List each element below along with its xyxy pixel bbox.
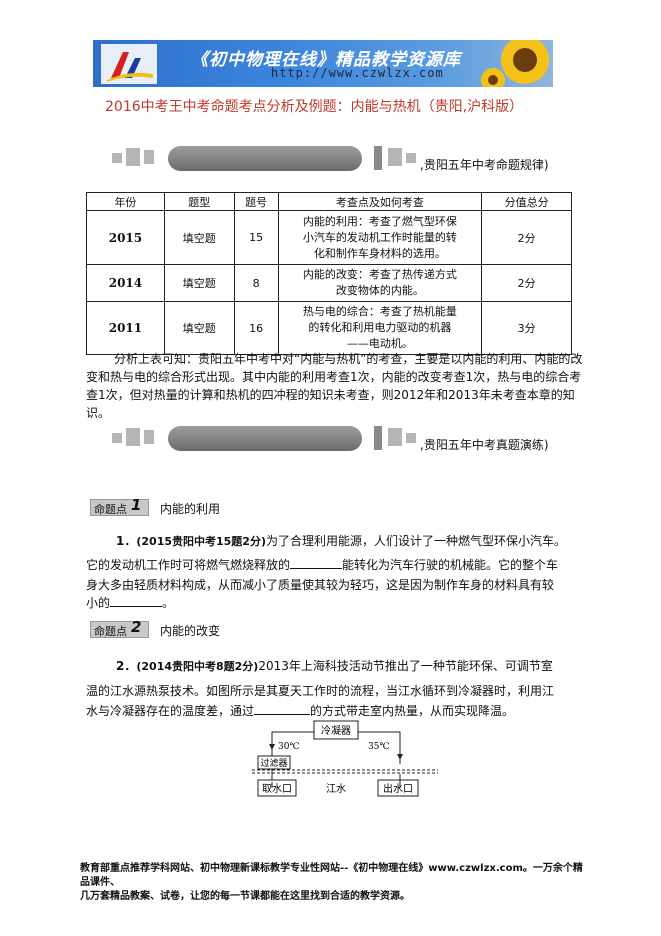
cell-type: 填空题 <box>163 264 235 302</box>
cell-year: 2014 <box>86 264 165 302</box>
cell-num: 15 <box>233 210 279 265</box>
heat-pump-diagram: 冷凝器 30℃ 35℃ 过滤器 取水口 江水 出水口 <box>252 720 438 797</box>
answer-blank[interactable] <box>110 594 163 607</box>
header-type: 题型 <box>163 192 235 211</box>
label-filter: 过滤器 <box>260 757 287 769</box>
cell-score: 3分 <box>481 301 572 355</box>
section-label-2: ,贵阳五年中考真题演练) <box>420 438 549 452</box>
site-logo-icon <box>101 44 157 84</box>
answer-blank[interactable] <box>254 702 311 715</box>
table-header-row: 年份 题型 题号 考查点及如何考查 分值总分 <box>86 192 572 211</box>
page-title: 2016中考王中考命题考点分析及例题：内能与热机（贵阳,沪科版） <box>105 99 524 115</box>
banner-url: http://www.czwlzx.com <box>271 66 444 80</box>
question-1-line-1: 1．(2015贵阳中考15题2分)为了合理利用能源，人们设计了一种燃气型环保小汽… <box>116 534 567 548</box>
site-banner: 《初中物理在线》精品教学资源库 http://www.czwlzx.com <box>93 40 553 87</box>
banner-title: 《初中物理在线》精品教学资源库 <box>191 50 461 70</box>
cell-num: 8 <box>233 264 279 302</box>
sunflower-icon <box>481 40 549 87</box>
table-row: 2014 填空题 8 内能的改变：考查了热传递方式 改变物体的内能。 2分 <box>86 264 572 302</box>
section-header-1: ,贵阳五年中考命题规律) <box>112 144 661 174</box>
cell-type: 填空题 <box>163 210 235 265</box>
question-1-line-2: 它的发动机工作时可将燃气燃烧释放的能转化为汽车行驶的机械能。它的整个车 <box>86 556 559 572</box>
label-river: 江水 <box>326 783 346 795</box>
answer-blank[interactable] <box>290 556 343 569</box>
header-content: 考查点及如何考查 <box>277 192 483 211</box>
footer-line-1: 教育部重点推荐学科网站、初中物理新课标教学专业性网站--《初中物理在线》www.… <box>80 863 583 888</box>
question-1-line-4: 小的。 <box>86 594 175 610</box>
cell-content: 热与电的综合：考查了热机能量 的转化和利用电力驱动的机器 ——电动机。 <box>277 301 483 355</box>
cell-num: 16 <box>233 301 279 355</box>
cell-year: 2015 <box>86 210 165 265</box>
footer-line-2: 几万套精品教案、试卷，让您的每一节课都能在这里找到合适的教学资源。 <box>80 891 410 902</box>
label-condenser: 冷凝器 <box>321 724 351 737</box>
label-temp-out: 35℃ <box>368 742 390 752</box>
question-2-line-2: 温的江水源热泵技术。如图所示是其夏天工作时的流程，当江水循环到冷凝器时，利用江 <box>86 684 555 698</box>
cell-content: 内能的改变：考查了热传递方式 改变物体的内能。 <box>277 264 483 302</box>
question-2-line-3: 水与冷凝器存在的温度差，通过的方式带走室内热量，从而实现降温。 <box>86 702 515 718</box>
label-intake: 取水口 <box>262 783 292 795</box>
section-label-1: ,贵阳五年中考命题规律) <box>420 158 549 172</box>
section-header-2: ,贵阳五年中考真题演练) <box>112 424 661 454</box>
question-2-line-1: 2．(2014贵阳中考8题2分)2013年上海科技活动节推出了一种节能环保、可调… <box>116 659 553 673</box>
cell-content: 内能的利用：考查了燃气型环保 小汽车的发动机工作时能量的转 化和制作车身材料的选… <box>277 210 483 265</box>
table-row: 2011 填空题 16 热与电的综合：考查了热机能量 的转化和利用电力驱动的机器… <box>86 301 572 355</box>
cell-score: 2分 <box>481 264 572 302</box>
header-num: 题号 <box>233 192 279 211</box>
exam-table: 年份 题型 题号 考查点及如何考查 分值总分 2015 填空题 15 内能的利用… <box>86 192 572 355</box>
header-score: 分值总分 <box>481 192 572 211</box>
table-row: 2015 填空题 15 内能的利用：考查了燃气型环保 小汽车的发动机工作时能量的… <box>86 210 572 265</box>
label-outlet: 出水口 <box>383 782 413 795</box>
cell-year: 2011 <box>86 301 165 355</box>
label-temp-in: 30℃ <box>278 742 300 752</box>
cell-type: 填空题 <box>163 301 235 355</box>
header-year: 年份 <box>86 192 165 211</box>
analysis-paragraph: 分析上表可知：贵阳五年中考中对“内能与热机”的考查，主要是以内能的利用、内能的改… <box>86 352 583 420</box>
knowledge-point-title-1: 内能的利用 <box>160 502 221 516</box>
cell-score: 2分 <box>481 210 572 265</box>
page-footer: 教育部重点推荐学科网站、初中物理新课标教学专业性网站--《初中物理在线》www.… <box>80 862 590 904</box>
knowledge-point-title-2: 内能的改变 <box>160 624 221 638</box>
question-1-line-3: 身大多由轻质材料构成，从而减小了质量使其较为轻巧，这是因为制作车身的材料具有较 <box>86 578 555 592</box>
